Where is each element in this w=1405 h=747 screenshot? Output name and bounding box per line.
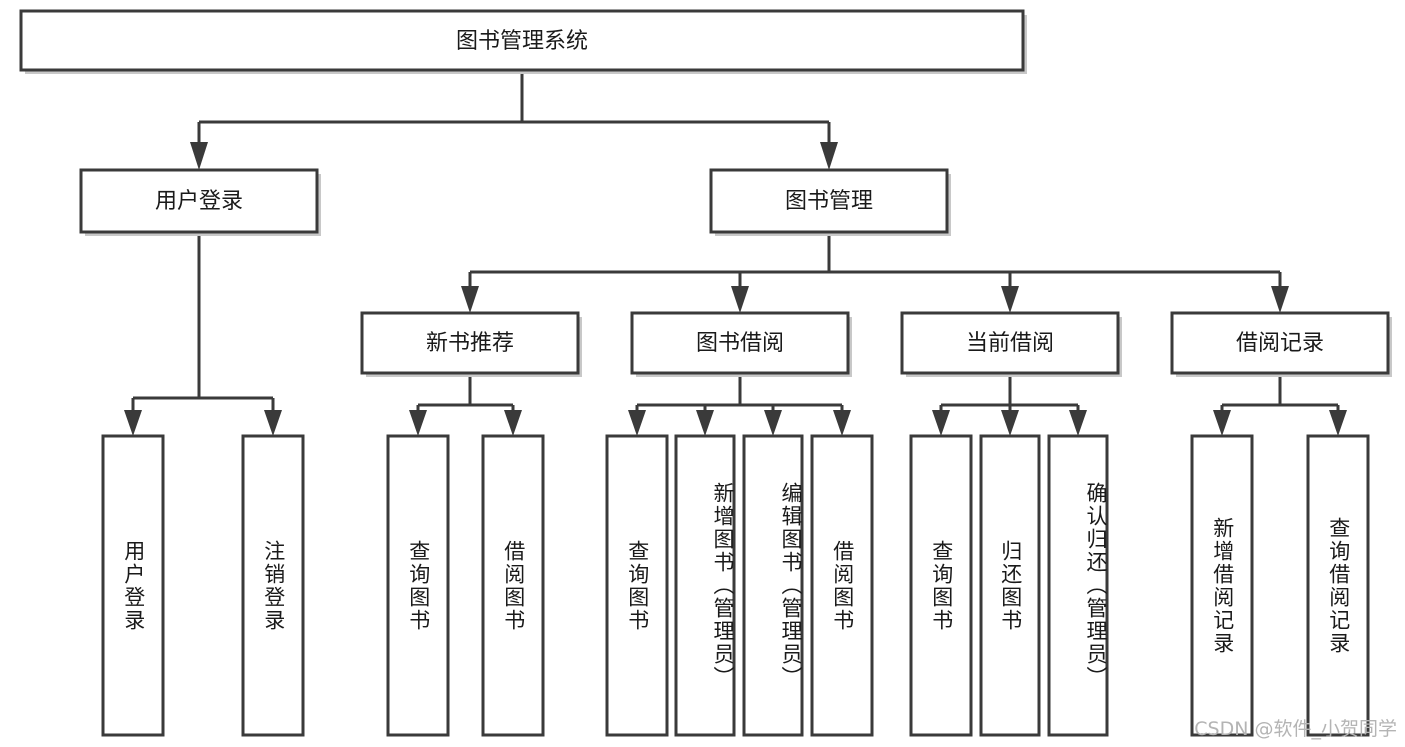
leaf-box-query-book-2[interactable] (605, 434, 669, 737)
leaf-box-add-record[interactable] (1190, 434, 1254, 737)
leaf-box-query-book-3[interactable] (909, 434, 973, 737)
leaf-box-borrow-book-1[interactable] (481, 434, 545, 737)
arrow-head-borrow-leaf-4 (833, 410, 851, 436)
node-book-management-label: 图书管理 (785, 189, 873, 214)
leaf-box-edit-book-admin[interactable] (742, 434, 804, 737)
arrow-head-current-leaf-1 (932, 410, 950, 436)
leaf-box-borrow-book-2[interactable] (810, 434, 874, 737)
arrow-head-user-login (190, 142, 208, 170)
arrow-head-leaf-logout (264, 410, 282, 436)
arrow-head-borrow-leaf-1 (628, 410, 646, 436)
node-root[interactable]: 图书管理系统 (19, 9, 1027, 74)
arrow-head-new-book-rec (461, 286, 479, 313)
leaf-boxes (101, 434, 1370, 737)
node-book-borrow-label: 图书借阅 (696, 331, 784, 356)
arrow-head-record-leaf-1 (1213, 410, 1231, 436)
leaf-box-logout[interactable] (241, 434, 305, 737)
node-borrow-record-label: 借阅记录 (1236, 331, 1324, 356)
arrow-head-borrow-leaf-2 (696, 410, 714, 436)
node-user-login-label: 用户登录 (155, 189, 243, 214)
connectors-layer (124, 70, 1347, 436)
node-borrow-record[interactable]: 借阅记录 (1170, 311, 1392, 377)
leaf-box-query-book-1[interactable] (386, 434, 450, 737)
arrow-head-newbook-leaf-1 (409, 410, 427, 436)
arrow-head-book-mgmt (820, 142, 838, 170)
node-user-login[interactable]: 用户登录 (79, 168, 321, 236)
arrow-head-record-leaf-2 (1329, 410, 1347, 436)
node-new-book-recommend[interactable]: 新书推荐 (360, 311, 582, 377)
arrow-head-current-leaf-3 (1069, 410, 1087, 436)
node-current-borrow[interactable]: 当前借阅 (900, 311, 1122, 377)
leaf-box-add-book-admin[interactable] (674, 434, 736, 737)
nodes-layer: 图书管理系统 用户登录 图书管理 新书推荐 (19, 9, 1392, 737)
arrow-head-borrow-record (1271, 286, 1289, 313)
leaf-box-user-login[interactable] (101, 434, 165, 737)
node-current-borrow-label: 当前借阅 (966, 331, 1054, 356)
node-new-book-recommend-label: 新书推荐 (426, 331, 514, 356)
leaf-box-return-book[interactable] (979, 434, 1041, 737)
arrow-head-current-leaf-2 (1001, 410, 1019, 436)
leaf-box-confirm-return[interactable] (1047, 434, 1109, 737)
node-book-borrow[interactable]: 图书借阅 (630, 311, 852, 377)
arrow-head-current-borrow (1001, 286, 1019, 313)
watermark-label: CSDN @软件_小贺同学 (1194, 718, 1397, 740)
arrow-head-book-borrow (731, 286, 749, 313)
node-root-label: 图书管理系统 (456, 29, 588, 54)
leaf-box-query-record[interactable] (1306, 434, 1370, 737)
arrow-head-leaf-user-login (124, 410, 142, 436)
arrow-head-newbook-leaf-2 (504, 410, 522, 436)
node-book-management[interactable]: 图书管理 (709, 168, 951, 236)
arrow-head-borrow-leaf-3 (764, 410, 782, 436)
